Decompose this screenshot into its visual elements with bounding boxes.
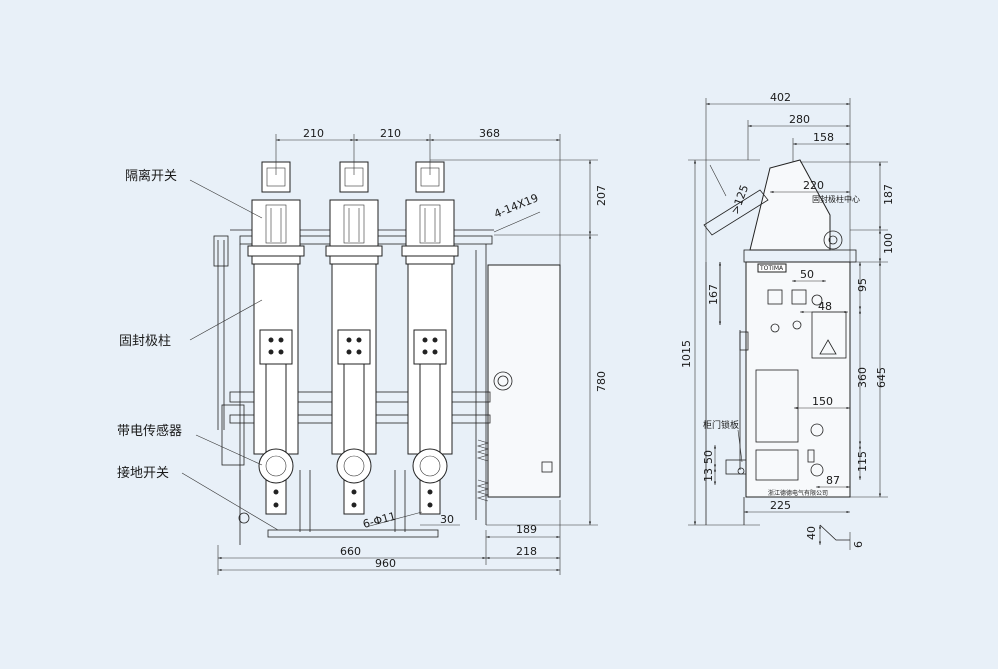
dim-1015: 1015 xyxy=(680,340,693,368)
sensor-ring-3 xyxy=(412,448,448,484)
dim-210-a: 210 xyxy=(303,127,324,140)
dim-13: 13 xyxy=(702,468,715,482)
dim-280: 280 xyxy=(789,113,810,126)
dim-100: 100 xyxy=(882,233,895,254)
dim-95: 95 xyxy=(856,278,869,292)
dim-402: 402 xyxy=(770,91,791,104)
terminal-plate-3 xyxy=(413,329,447,365)
dim-187: 187 xyxy=(882,184,895,205)
label-door-lock-plate: 柜门锁板 xyxy=(703,419,739,431)
base-plate xyxy=(267,529,439,538)
terminal-plate-2 xyxy=(337,329,371,365)
front-view: 隔离开关 固封极柱 带电传感器 接地开关 210 210 368 207 780… xyxy=(117,127,608,575)
dim-167: 167 xyxy=(707,284,720,305)
dim-218: 218 xyxy=(516,545,537,558)
dim-48: 48 xyxy=(818,300,832,313)
nameplate xyxy=(757,263,787,273)
dim-gt125: >125 xyxy=(729,183,752,216)
dim-220: 220 xyxy=(803,179,824,192)
dim-40: 40 xyxy=(805,526,818,540)
hole-spec-4x14x19: 4-14X19 xyxy=(492,191,540,220)
dim-660: 660 xyxy=(340,545,361,558)
dim-30: 30 xyxy=(440,513,454,526)
dim-960: 960 xyxy=(375,557,396,570)
dim-368: 368 xyxy=(479,127,500,140)
isolator-body-3 xyxy=(405,199,455,247)
dim-50-bottom: 50 xyxy=(702,450,715,464)
insulator-shed-2 xyxy=(325,245,383,257)
dim-189: 189 xyxy=(516,523,537,536)
side-view: TOTIMA 浙江德德电气有限公司 xyxy=(680,91,895,550)
dim-158: 158 xyxy=(813,131,834,144)
dim-210-b: 210 xyxy=(380,127,401,140)
insulator-shed-1 xyxy=(247,245,305,257)
terminal-plate-1 xyxy=(259,329,293,365)
label-sealed-pole: 固封极柱 xyxy=(119,334,171,349)
dim-87: 87 xyxy=(826,474,840,487)
dim-6: 6 xyxy=(852,541,865,548)
dim-150: 150 xyxy=(812,395,833,408)
sensor-ring-2 xyxy=(336,448,372,484)
label-earth-switch: 接地开关 xyxy=(117,465,169,481)
nameplate-text: TOTIMA xyxy=(759,265,784,272)
dim-360: 360 xyxy=(856,367,869,388)
dim-645: 645 xyxy=(875,367,888,388)
isolator-body-1 xyxy=(251,199,301,247)
side-isolator xyxy=(749,159,831,251)
label-live-sensor: 带电传感器 xyxy=(117,423,182,439)
mechanism-box xyxy=(487,264,561,498)
label-isolator: 隔离开关 xyxy=(125,168,177,184)
dim-207: 207 xyxy=(595,185,608,206)
label-pole-center: 固封极柱中心 xyxy=(812,194,860,204)
dim-780: 780 xyxy=(595,371,608,392)
sensor-ring-1 xyxy=(258,448,294,484)
maker-text: 浙江德德电气有限公司 xyxy=(768,489,828,497)
insulator-shed-3 xyxy=(401,245,459,257)
hole-spec-6-phi11: 6-Φ11 xyxy=(361,510,397,531)
dim-225: 225 xyxy=(770,499,791,512)
isolator-body-2 xyxy=(329,199,379,247)
dim-115: 115 xyxy=(856,451,869,472)
dim-50-top: 50 xyxy=(800,268,814,281)
